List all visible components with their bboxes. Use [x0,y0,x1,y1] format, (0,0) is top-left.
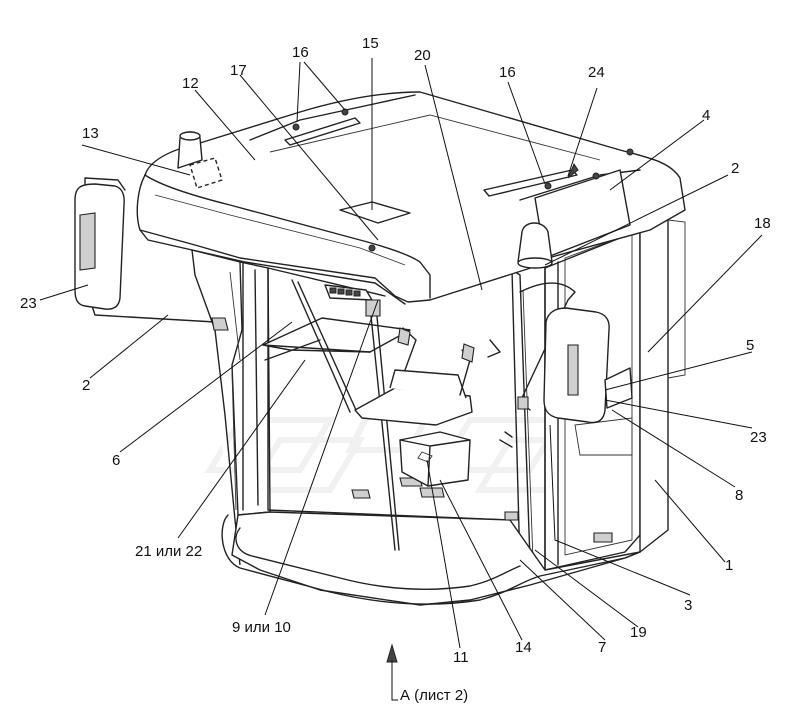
callout-3: 3 [684,597,692,614]
callout-18: 18 [754,215,771,232]
wiper-rod [369,305,396,551]
callout-5: 5 [746,337,754,354]
callout-15: 15 [362,35,379,52]
side-console [399,431,471,487]
right-beacon [517,222,553,263]
callout-11: 11 [453,649,469,666]
callout-14: 14 [515,639,532,656]
callout-9-or-10: 9 или 10 [232,619,291,636]
rear-shelf [262,317,411,353]
callout-16-right: 16 [499,64,516,81]
roof [136,91,686,305]
roof-vent [189,157,223,189]
callout-7: 7 [598,639,606,656]
roof-hatch-plate [339,201,411,224]
view-label: А (лист 2) [400,687,468,704]
callout-24: 24 [588,64,605,81]
floor-rim [221,514,641,605]
roof-handrails [284,108,634,252]
interior [262,279,513,551]
callout-6: 6 [112,452,120,469]
rear-panel [639,219,669,553]
callout-1: 1 [725,557,733,574]
callout-4: 4 [702,107,710,124]
callout-23-left: 23 [20,295,37,312]
callout-23-right: 23 [750,429,767,446]
floor-pads [351,477,613,543]
callout-19: 19 [630,624,647,641]
panel-buttons [329,287,361,297]
callout-16-left: 16 [292,44,309,61]
callout-20: 20 [414,47,431,64]
callout-2-right: 2 [731,160,739,177]
callout-labels: 13 12 17 16 15 20 16 24 4 2 18 5 23 8 1 … [20,35,771,666]
callout-21-or-22: 21 или 22 [135,543,202,560]
view-arrow: А (лист 2) [386,643,468,704]
right-mirror [517,282,633,424]
callout-13: 13 [82,125,99,142]
callout-8: 8 [735,487,743,504]
leader-lines [39,58,763,649]
callout-17: 17 [230,62,247,79]
callout-2-left: 2 [82,377,90,394]
callout-12: 12 [182,75,199,92]
left-mirror [74,177,229,331]
